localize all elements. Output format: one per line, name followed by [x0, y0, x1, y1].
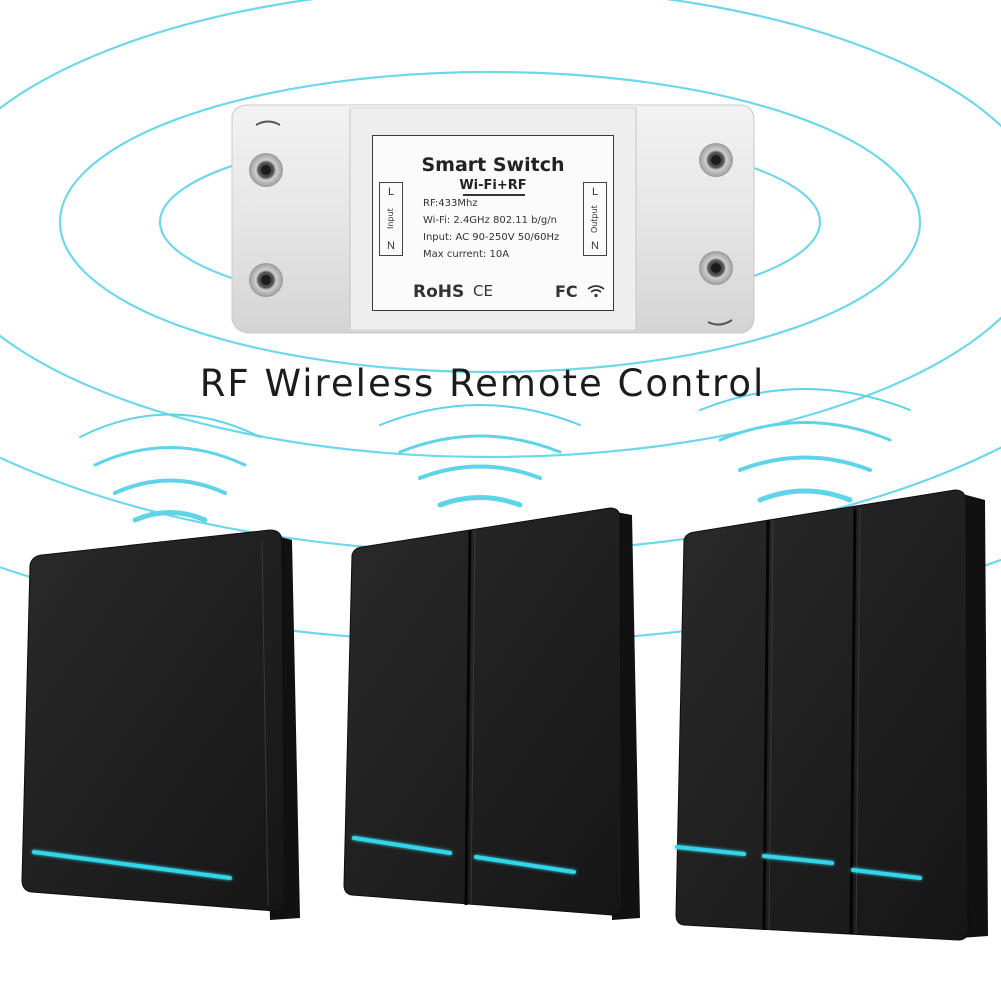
input-terminal-label: L Input N — [379, 182, 403, 256]
indicator-light — [851, 868, 922, 880]
input-terminal-n: N — [387, 240, 395, 252]
wifi-icon — [587, 285, 605, 298]
input-terminal-l: L — [387, 186, 395, 198]
output-terminal-n: N — [591, 240, 599, 252]
indicator-light — [32, 850, 232, 880]
double-gang-switch — [343, 507, 640, 920]
ce-logo: CE — [473, 282, 493, 300]
subtitle-underline — [463, 194, 525, 196]
caption: RF Wireless Remote Control — [199, 362, 766, 405]
device-label: Smart Switch Wi-Fi+RF L Input N L Output… — [372, 135, 614, 311]
output-terminal-label: L Output N — [583, 182, 607, 256]
spec-input: Input: AC 90-250V 50/60Hz — [423, 232, 560, 243]
indicator-light — [762, 854, 834, 865]
indicator-light — [352, 836, 452, 855]
screw-terminals — [249, 143, 733, 297]
fcc-logo: FC — [555, 282, 578, 301]
device-title: Smart Switch — [421, 154, 565, 176]
rohs-logo: RoHS — [413, 282, 465, 302]
spec-max-current: Max current: 10A — [423, 249, 510, 260]
indicator-light — [474, 855, 576, 874]
input-terminal-text: Input — [386, 208, 395, 230]
switch-signal-arcs — [79, 388, 911, 523]
spec-rf: RF:433Mhz — [423, 198, 478, 209]
output-terminal-text: Output — [590, 205, 599, 233]
spec-wifi: Wi-Fi: 2.4GHz 802.11 b/g/n — [423, 215, 557, 226]
single-gang-switch — [21, 529, 300, 920]
output-terminal-l: L — [591, 186, 599, 198]
triple-gang-switch — [675, 489, 988, 941]
indicator-light — [675, 845, 746, 856]
device-subtitle: Wi-Fi+RF — [459, 178, 527, 193]
